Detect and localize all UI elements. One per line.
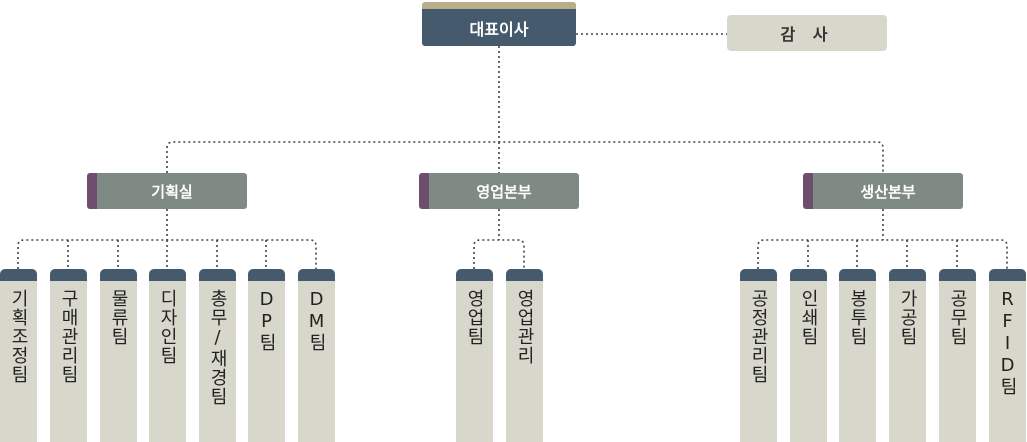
team-box-purchasing: 구매관리팀 (50, 269, 87, 442)
team-label: 영업팀 (464, 289, 485, 346)
dept-sales-label: 영업본부 (476, 182, 532, 201)
team-cap (0, 269, 37, 281)
team-cap (248, 269, 285, 281)
team-box-sales: 영업팀 (456, 269, 493, 442)
team-cap (50, 269, 87, 281)
team-box-logistics: 물류팀 (100, 269, 137, 442)
team-label: DM팀 (306, 289, 327, 352)
team-label: DP팀 (256, 289, 277, 352)
team-box-maintenance: 공무팀 (939, 269, 976, 442)
team-cap (506, 269, 543, 281)
team-box-rfid: RFID팀 (989, 269, 1026, 442)
team-cap (298, 269, 335, 281)
dept-planning-label: 기획실 (151, 182, 193, 201)
team-cap (456, 269, 493, 281)
team-box-dm: DM팀 (298, 269, 335, 442)
team-label: 공무팀 (947, 289, 968, 346)
team-label: 총무/재경팀 (207, 289, 228, 406)
dept-sales: 영업본부 (419, 173, 579, 209)
team-box-sales-management: 영업관리 (506, 269, 543, 442)
dept-production-label: 생산본부 (860, 182, 916, 201)
team-label: RFID팀 (997, 289, 1018, 396)
team-box-process-management: 공정관리팀 (740, 269, 777, 442)
team-label: 공정관리팀 (748, 289, 769, 384)
team-box-processing: 가공팀 (889, 269, 926, 442)
team-label: 영업관리 (514, 289, 535, 365)
team-label: 디자인팀 (157, 289, 178, 365)
ceo-box: 대표이사 (422, 2, 576, 46)
team-cap (939, 269, 976, 281)
team-label: 구매관리팀 (58, 289, 79, 384)
team-cap (199, 269, 236, 281)
team-cap (889, 269, 926, 281)
dept-planning: 기획실 (87, 173, 247, 209)
team-box-general-finance: 총무/재경팀 (199, 269, 236, 442)
team-label: 가공팀 (897, 289, 918, 346)
ceo-label: 대표이사 (469, 19, 529, 39)
audit-label: 감 사 (780, 25, 834, 44)
team-label: 봉투팀 (847, 289, 868, 346)
team-cap (839, 269, 876, 281)
team-box-design: 디자인팀 (149, 269, 186, 442)
dept-production: 생산본부 (803, 173, 963, 209)
audit-box: 감 사 (727, 15, 887, 51)
team-box-printing: 인쇄팀 (790, 269, 827, 442)
team-box-dp: DP팀 (248, 269, 285, 442)
team-cap (149, 269, 186, 281)
team-label: 인쇄팀 (798, 289, 819, 346)
team-cap (740, 269, 777, 281)
team-box-planning-coordination: 기획조정팀 (0, 269, 37, 442)
team-cap (100, 269, 137, 281)
team-label: 기획조정팀 (8, 289, 29, 384)
team-cap (989, 269, 1026, 281)
team-box-envelope: 봉투팀 (839, 269, 876, 442)
team-cap (790, 269, 827, 281)
team-label: 물류팀 (108, 289, 129, 346)
